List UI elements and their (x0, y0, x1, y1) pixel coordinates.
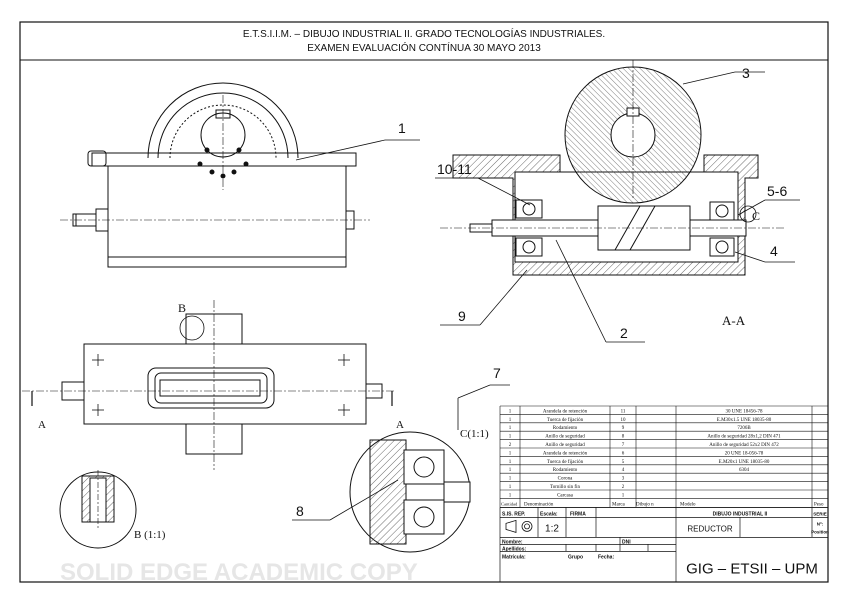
date-label: Fecha: (598, 554, 614, 560)
balloon-10-11: 10-11 (437, 161, 472, 177)
balloon-3: 3 (742, 65, 750, 81)
position-label: Position (811, 529, 829, 534)
parts-row-mark: 7 (622, 443, 625, 448)
parts-header-drawing: Dibujo n (636, 502, 654, 507)
dni-label: DNI (622, 539, 631, 545)
balloon-1: 1 (398, 120, 406, 136)
parts-row-qty: 1 (509, 418, 512, 423)
parts-row-name: Tuerca de fijación (547, 418, 584, 423)
parts-row-mark: 1 (622, 493, 625, 498)
parts-row-name: Anillo de seguridad (545, 435, 585, 440)
balloon-4: 4 (770, 243, 778, 259)
top-view (22, 300, 395, 470)
projection-symbol-icon (505, 519, 533, 533)
detail-b-marker: B (178, 301, 186, 315)
enrollment-label: Matrícula: (502, 554, 526, 560)
drawing-name: REDUCTOR (687, 524, 732, 533)
balloon-7: 7 (493, 365, 501, 381)
parts-row-ref: E.M30x1.5 UNE 18035-80 (717, 418, 772, 423)
front-view (60, 82, 370, 268)
parts-header-mark: Marca (612, 502, 626, 507)
parts-row-qty: 1 (509, 493, 512, 498)
section-view (440, 60, 785, 276)
header-line-1: E.T.S.I.I.M. – DIBUJO INDUSTRIAL II. GRA… (243, 27, 605, 40)
parts-header-weight: Peso (814, 502, 824, 507)
parts-row-mark: 3 (622, 477, 625, 482)
parts-row-qty: 2 (509, 443, 512, 448)
parts-row-qty: 1 (509, 426, 512, 431)
parts-row-qty: 1 (509, 435, 512, 440)
group-label: Grupo (568, 554, 583, 560)
parts-row-mark: 5 (622, 460, 625, 465)
sis-rep-label: S.IS. REP. (502, 511, 526, 517)
detail-c-view (349, 431, 471, 553)
parts-row-name: Tornillo sin fin (550, 485, 580, 490)
parts-row-qty: 1 (509, 485, 512, 490)
parts-row-qty: 1 (509, 468, 512, 473)
parts-row-qty: 1 (509, 477, 512, 482)
parts-header-qty: Cantidad (501, 501, 518, 506)
sheet-border (19, 21, 829, 583)
parts-row-ref: 7206B (737, 426, 751, 431)
parts-row-name: Arandela de retención (543, 409, 588, 414)
parts-row-qty: 1 (509, 451, 512, 456)
parts-row-qty: 1 (509, 460, 512, 465)
balloon-5-6: 5-6 (767, 183, 787, 199)
parts-row-name: Tuerca de fijación (547, 460, 584, 465)
name-label: Nombre: (502, 539, 523, 545)
signature-label: FIRMA (570, 511, 586, 517)
parts-row-qty: 1 (509, 409, 512, 414)
drawing-title-label: DIBUJO INDUSTRIAL II (713, 511, 768, 517)
parts-row-name: Rodamiento (553, 468, 578, 473)
detail-c-label: C(1:1) (460, 428, 489, 440)
surname-label: Apellidos: (502, 546, 527, 552)
balloon-8: 8 (296, 503, 304, 519)
cut-label-right: A (396, 419, 404, 431)
title-block: S.IS. REP. Escala: FIRMA 1:2 DIBUJO INDUSTRI… (499, 507, 829, 583)
parts-row-mark: 8 (622, 435, 625, 440)
parts-row-mark: 11 (621, 409, 626, 414)
parts-row-ref: 30 UNE 18456-78 (726, 409, 763, 414)
balloon-9: 9 (458, 308, 466, 324)
parts-header-name: Denominación (524, 502, 554, 507)
parts-row-name: Rodamiento (553, 426, 578, 431)
number-label: Nº: (817, 521, 824, 526)
parts-row-ref: Anillo de seguridad 28x1,2 DIN 471 (707, 435, 781, 440)
parts-row-ref: 6304 (739, 468, 750, 473)
parts-row-name: Anillo de seguridad (545, 443, 585, 448)
parts-header-model: Modelo (680, 502, 696, 507)
parts-row-ref: Anillo de seguridad 52x2 DIN 472 (709, 443, 779, 448)
parts-row-name: Corona (558, 477, 574, 482)
detail-c-marker: C (752, 209, 760, 223)
section-label: A-A (722, 313, 746, 328)
serie-label: SERIE (813, 511, 827, 516)
parts-row-mark: 10 (621, 418, 627, 423)
balloon-2: 2 (620, 325, 628, 341)
parts-row-mark: 9 (622, 426, 625, 431)
cut-label-left: A (38, 419, 46, 431)
scale-value: 1:2 (545, 523, 559, 534)
parts-row-ref: 20 UNE 18-056-78 (725, 451, 764, 456)
header-line-2: EXAMEN EVALUACIÓN CONTÍNUA 30 MAYO 2013 (307, 41, 541, 54)
parts-row-ref: E.M20x1 UNE 18035-80 (719, 460, 770, 465)
parts-row-name: Arandela de retención (543, 451, 588, 456)
scale-label: Escala: (540, 511, 558, 517)
school-label: GIG – ETSII – UPM (686, 560, 818, 577)
parts-row-mark: 6 (622, 451, 625, 456)
parts-row-mark: 4 (622, 468, 625, 473)
detail-b-view (59, 470, 137, 549)
detail-b-label: B (1:1) (134, 529, 166, 541)
parts-row-mark: 2 (622, 485, 625, 490)
parts-row-name: Carcasa (557, 493, 574, 498)
